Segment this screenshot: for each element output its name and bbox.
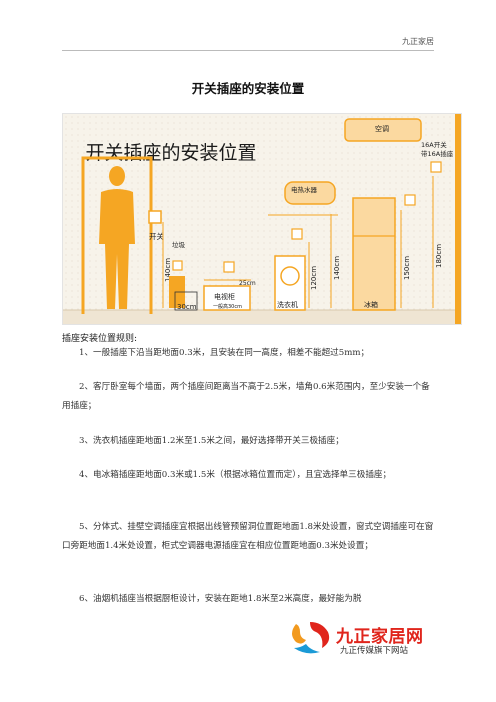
socket-icon	[172, 260, 183, 271]
installation-diagram: 开关插座的安装位置 开关 140cm 垃圾 30cm 电视柜 一般高30cm 2…	[62, 113, 462, 325]
refrigerator	[352, 197, 396, 311]
rule-4: 4、电冰箱插座距地面0.3米或1.5米（根据冰箱位置而定），且宜选择单三极插座；	[79, 470, 392, 480]
ac-note-socket: 带16A插座	[421, 149, 454, 158]
section-title: 插座安装位置规则:	[62, 334, 138, 344]
tv-cabinet-label: 电视柜	[214, 292, 235, 301]
fridge-label: 冰箱	[364, 300, 378, 309]
switch-icon	[148, 210, 162, 224]
rule-1: 1、一般插座下沿当距地面0.3米，且安装在同一高度，相差不能超过5mm；	[79, 348, 370, 358]
right-accent-bar	[455, 114, 461, 324]
rule-2: 2、客厅卧室每个墙面，两个插座间距离当不高于2.5米，墙角0.6米范围内，至少安…	[62, 382, 430, 411]
rule-5: 5、分体式、挂壁空调插座宜根据出线管预留洞位置距地面1.8米处设置，窗式空调插座…	[62, 522, 434, 551]
tv-socket-icon	[223, 261, 235, 273]
dimension-180: 180cm	[435, 244, 443, 268]
tv-cabinet	[203, 285, 251, 311]
switch-label: 开关	[149, 231, 164, 241]
door-frame	[81, 156, 153, 314]
document-title: 开关插座的安装位置	[191, 81, 305, 96]
banner-title: 开关插座的安装位置	[85, 142, 256, 164]
person-silhouette	[99, 166, 135, 309]
site-logo: 九正家居网 九正传媒旗下网站	[288, 618, 438, 666]
dimension-150: 150cm	[403, 256, 411, 280]
washing-machine	[274, 255, 306, 311]
dimension-120: 120cm	[310, 266, 318, 290]
switch-dimension: 140cm	[164, 258, 172, 282]
water-heater-label: 电热水器	[291, 185, 318, 194]
ac-note-switch: 16A开关	[421, 140, 447, 149]
rule-6: 6、油烟机插座当根据厨柜设计，安装在距地1.8米至2米高度，最好能为脱	[79, 594, 362, 604]
dimension-140-right: 140cm	[333, 256, 341, 280]
dimension-30: 30cm	[177, 303, 197, 311]
floor	[63, 310, 461, 324]
logo-icon	[292, 622, 330, 654]
tv-cabinet-height: 一般高30cm	[213, 303, 242, 310]
rule-3: 3、洗衣机插座距地面1.2米至1.5米之间，最好选择带开关三极插座；	[79, 436, 344, 446]
washer-label: 洗衣机	[277, 300, 298, 309]
dimension-25: 25cm	[239, 280, 256, 287]
logo-brand: 九正家居网	[336, 627, 424, 647]
logo-slogan: 九正传媒旗下网站	[340, 646, 409, 656]
ac-socket-icon	[430, 161, 442, 173]
washer-socket-icon	[291, 228, 303, 240]
water-heater	[284, 181, 336, 205]
fridge-socket-icon	[404, 194, 416, 206]
header-brand: 九正家居	[402, 37, 434, 46]
trash-label: 垃圾	[172, 240, 186, 249]
ac-label: 空调	[375, 124, 389, 133]
header-divider	[62, 50, 434, 51]
air-conditioner	[344, 118, 422, 142]
